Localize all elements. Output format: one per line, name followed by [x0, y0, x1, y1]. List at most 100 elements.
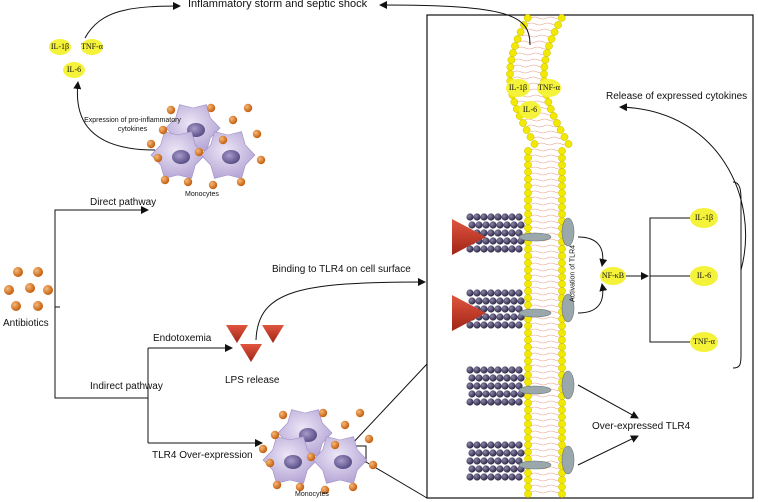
lipid-head [524, 189, 532, 197]
lipid-head [524, 364, 532, 372]
tlr4-receptor [452, 289, 575, 331]
lipid-tail [530, 178, 564, 182]
monocyte-nucleus [172, 150, 190, 164]
lipid-tail [530, 334, 564, 338]
lipid-head [524, 336, 532, 344]
antibiotic-bead [13, 267, 23, 277]
lipid-head [507, 56, 516, 64]
receptor-bead [466, 398, 474, 406]
lipid-head [558, 357, 566, 365]
lipid-head [524, 252, 532, 260]
il6-inset-text: IL-6 [522, 105, 538, 114]
receptor-bead [515, 229, 523, 237]
lipid-tail [530, 292, 564, 296]
binding-label: Binding to TLR4 on cell surface [272, 264, 411, 275]
cytokine-il6-inset [519, 101, 541, 119]
lipid-head [524, 245, 532, 253]
bead [270, 430, 280, 440]
receptor-bead [501, 213, 509, 221]
lps-bound [452, 219, 486, 255]
receptor-bead [494, 382, 502, 390]
receptor-bead [503, 221, 511, 229]
receptor-bead [494, 321, 502, 329]
lipid-tail [530, 490, 564, 494]
bead [355, 408, 365, 418]
lipid-head [558, 273, 566, 281]
lipid-head [524, 182, 532, 190]
lipid-head [513, 35, 522, 43]
lipid-head [524, 343, 532, 351]
tlr4-receptor [466, 441, 575, 481]
bead [330, 440, 340, 450]
lipid-head [524, 266, 532, 274]
lipid-head [558, 280, 566, 288]
receptor-bead [494, 245, 502, 253]
lipid-tail [530, 478, 564, 482]
lipid-tail [530, 226, 564, 230]
lipid-tail [524, 118, 557, 122]
il1b-inset-text: IL-1β [508, 83, 528, 92]
lipid-tail [515, 52, 548, 56]
lps-bound [452, 295, 486, 331]
lipid-head [558, 203, 566, 211]
receptor-bead [508, 366, 516, 374]
lipid-tail [530, 280, 564, 284]
lipid-head [558, 420, 566, 428]
receptor-bead [480, 321, 488, 329]
lipid-head [524, 161, 532, 169]
lipid-head [506, 63, 515, 71]
monocytes-cluster-top [146, 103, 266, 190]
receptor-arm [518, 308, 552, 318]
receptor-bead [475, 297, 483, 305]
receptor-bead [501, 245, 509, 253]
lipid-head [558, 441, 566, 449]
receptor-bead [489, 390, 497, 398]
receptor-bead [494, 366, 502, 374]
lipid-head [524, 203, 532, 211]
receptor-bead [508, 289, 516, 297]
receptor-bead [508, 321, 516, 329]
lipid-tail [530, 148, 564, 152]
lipid-tail [530, 322, 564, 326]
receptor-bead [515, 366, 523, 374]
receptor-arm [518, 232, 552, 242]
lipid-head [558, 329, 566, 337]
direct-pathway-label: Direct pathway [90, 197, 157, 208]
receptor-bead [480, 245, 488, 253]
lipid-head [523, 14, 532, 22]
lipid-head [558, 476, 566, 484]
receptor-bead [501, 382, 509, 390]
receptor-bead [510, 237, 518, 245]
receptor-bead [480, 398, 488, 406]
lipid-head [524, 357, 532, 365]
receptor-bead [510, 465, 518, 473]
bead [236, 177, 246, 187]
lipid-tail [530, 172, 564, 176]
lipid-tail [530, 220, 564, 224]
receptor-bead [501, 473, 509, 481]
lipid-head [543, 49, 551, 57]
receptor-bead [466, 441, 474, 449]
receptor-bead [517, 374, 525, 382]
lipid-head [558, 182, 566, 190]
receptor-bead [482, 374, 490, 382]
lipid-head [524, 427, 532, 435]
receptor-bead [489, 465, 497, 473]
lipid-tail [530, 346, 564, 350]
receptor-domain [561, 217, 575, 247]
lipid-tail [530, 286, 564, 290]
activation-label: Activation of TLR4 [569, 244, 577, 303]
receptor-bead [510, 297, 518, 305]
receptor-bead [503, 297, 511, 305]
lipid-head [524, 168, 532, 176]
lipid-head [558, 364, 566, 372]
bead [158, 125, 168, 135]
receptor-bead [508, 213, 516, 221]
bead [295, 482, 305, 492]
bead [166, 105, 176, 115]
receptor-arm [518, 460, 552, 470]
receptor-bead [473, 245, 481, 253]
tlr4-over-expression-label: TLR4 Over-expression [152, 450, 253, 461]
lipid-tail [537, 142, 570, 146]
lipid-tail [530, 424, 564, 428]
